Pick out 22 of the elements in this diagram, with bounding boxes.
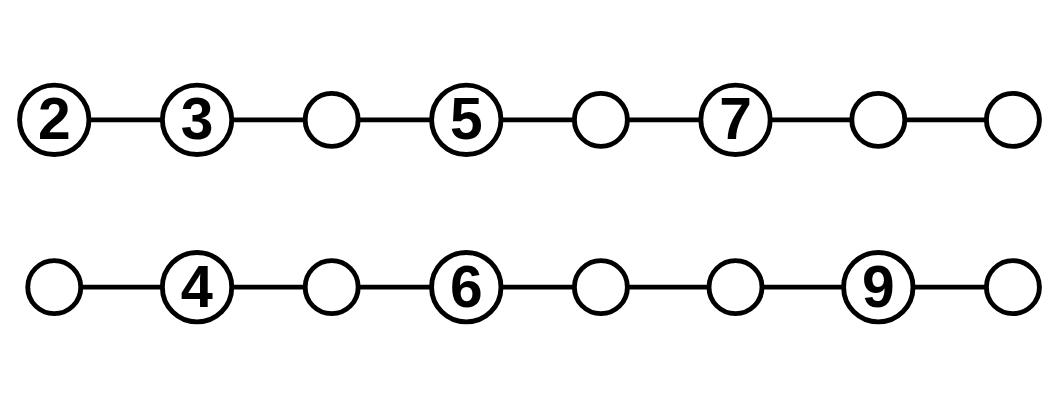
node-circle: 7: [698, 82, 773, 157]
node-circle: [983, 90, 1042, 149]
node-circle: [302, 90, 361, 149]
node-circle: [571, 90, 630, 149]
node-circle: 9: [841, 250, 916, 325]
node-circle: [849, 90, 908, 149]
connector: [762, 284, 844, 290]
connector: [627, 117, 701, 123]
node-circle: [571, 258, 630, 317]
node-circle: 3: [159, 82, 235, 157]
node-circle: 4: [159, 250, 235, 325]
node-circle: 2: [17, 82, 92, 157]
node-circle: 5: [429, 82, 504, 157]
node-circle: [302, 258, 361, 317]
connector: [770, 117, 852, 123]
connector: [358, 117, 432, 123]
node-circle: [706, 258, 765, 317]
node-circle: [25, 258, 84, 317]
connector: [627, 284, 709, 290]
node-circle: 6: [429, 250, 504, 325]
connector: [358, 284, 432, 290]
node-circle: [983, 258, 1042, 317]
